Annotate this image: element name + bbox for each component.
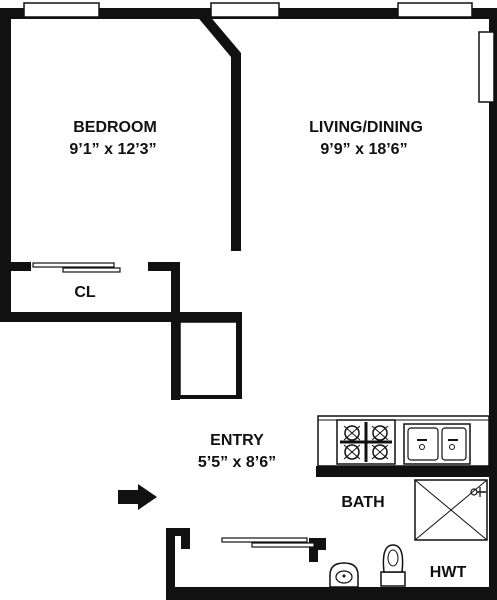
living-dining-label: LIVING/DINING (309, 119, 423, 136)
wall-closet-top-left (0, 262, 31, 271)
wall-closet-top-right (148, 262, 180, 271)
living-dining-dimensions: 9’9” x 18’6” (320, 141, 407, 158)
entry-dimensions: 5’5” x 8’6” (198, 454, 276, 471)
wall-left (0, 8, 11, 321)
closet-door-lower (62, 267, 121, 273)
walls (0, 8, 497, 600)
closet-door-upper (32, 262, 115, 268)
entry-label: ENTRY (210, 432, 264, 449)
wall-bedroom-living (231, 55, 241, 251)
wall-bottom (166, 587, 497, 600)
wall-entry-lower-notch (181, 536, 190, 549)
arrow-right-icon (118, 484, 157, 510)
closet-label: CL (74, 284, 96, 301)
wall-closet-bottom (0, 312, 242, 322)
bedroom-label: BEDROOM (73, 119, 157, 136)
wall-closet-right (171, 262, 180, 400)
wall-diagonal (190, 8, 241, 62)
kitchen (317, 415, 490, 467)
kitchen-sink-icon (403, 423, 471, 465)
wall-entry-cabinet (236, 312, 242, 399)
kitchen-counter (317, 415, 490, 467)
shower-icon (414, 479, 488, 541)
wall-entry-lower-left (166, 528, 175, 600)
window-living-left (210, 2, 280, 18)
wall-bath-top (316, 466, 489, 477)
wall-entry-lower-cap (166, 528, 190, 536)
entry-closet-door-upper (221, 537, 308, 543)
stove-icon (336, 419, 396, 465)
wall-right (489, 8, 497, 600)
bedroom-dimensions: 9’1” x 12’3” (69, 141, 156, 158)
entry-closet-sliding-doors (221, 537, 315, 548)
closet-sliding-doors (32, 262, 121, 273)
bath-label: BATH (341, 494, 384, 511)
window-bedroom (23, 2, 100, 18)
toilet-icon (380, 544, 406, 587)
bath-sink-icon (329, 562, 359, 588)
entry-cabinet (179, 321, 239, 398)
window-right-wall (478, 31, 495, 103)
wall-closet2-right (309, 538, 318, 562)
entry-closet-door-lower (251, 542, 315, 548)
wall-closet2-right-cap (318, 538, 326, 550)
window-living-right (397, 2, 473, 18)
windows (23, 2, 495, 103)
hwt-label: HWT (430, 564, 467, 581)
